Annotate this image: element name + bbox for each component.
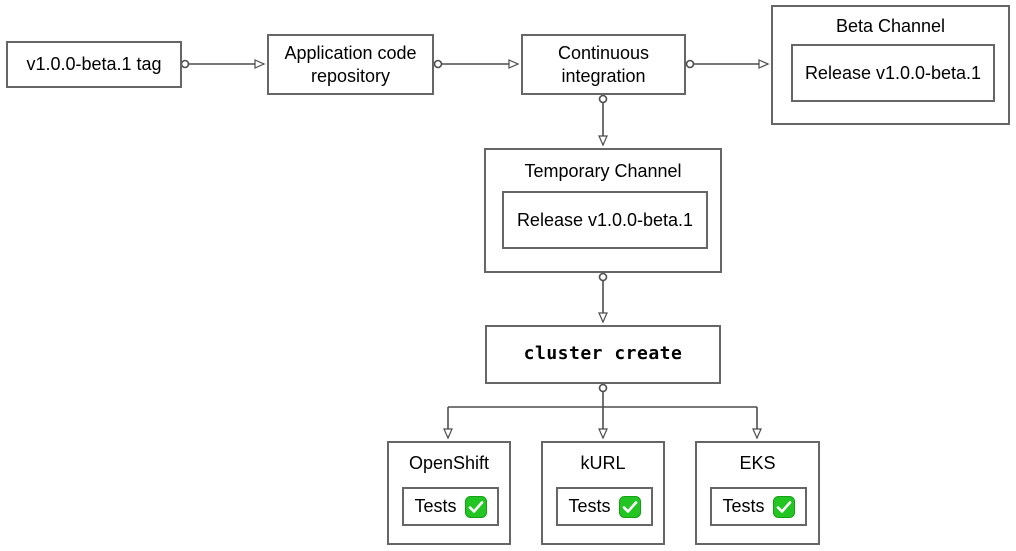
- edge-ci-to-temporary-channel: [598, 94, 608, 147]
- group-eks[interactable]: EKS Tests: [695, 441, 820, 545]
- node-tag-label: v1.0.0-beta.1 tag: [26, 54, 162, 75]
- check-green-icon: [772, 495, 795, 518]
- node-application-code-repository[interactable]: Application code repository: [267, 34, 434, 95]
- group-temporary-channel[interactable]: Temporary Channel Release v1.0.0-beta.1: [484, 148, 722, 273]
- group-eks-title: EKS: [739, 453, 776, 473]
- openshift-tests-row: Tests: [414, 495, 487, 518]
- beta-channel-release-label: Release v1.0.0-beta.1: [804, 62, 982, 83]
- kurl-tests-label: Tests: [568, 496, 611, 516]
- edge-tag-to-repo: [180, 59, 266, 69]
- temporary-channel-release-box[interactable]: Release v1.0.0-beta.1: [502, 191, 708, 249]
- check-green-icon: [464, 495, 487, 518]
- node-application-code-repository-label: Application code repository: [284, 43, 417, 86]
- node-cluster-create-label: cluster create: [523, 343, 683, 365]
- kurl-tests-row: Tests: [568, 495, 641, 518]
- edge-ci-to-beta-channel: [685, 59, 770, 69]
- group-openshift-title: OpenShift: [408, 453, 490, 473]
- openshift-tests-box[interactable]: Tests: [402, 487, 499, 526]
- group-beta-channel-title: Beta Channel: [835, 16, 946, 36]
- openshift-tests-label: Tests: [414, 496, 457, 516]
- edge-temporary-channel-to-cluster-create: [598, 272, 608, 324]
- eks-tests-label: Tests: [722, 496, 765, 516]
- edge-repo-to-ci: [433, 59, 520, 69]
- eks-tests-row: Tests: [722, 495, 795, 518]
- kurl-tests-box[interactable]: Tests: [556, 487, 653, 526]
- node-continuous-integration-label: Continuous integration: [557, 43, 650, 86]
- group-openshift[interactable]: OpenShift Tests: [387, 441, 511, 545]
- beta-channel-release-box[interactable]: Release v1.0.0-beta.1: [791, 44, 995, 102]
- group-beta-channel[interactable]: Beta Channel Release v1.0.0-beta.1: [771, 5, 1010, 125]
- node-tag[interactable]: v1.0.0-beta.1 tag: [6, 41, 182, 88]
- node-cluster-create[interactable]: cluster create: [485, 325, 721, 384]
- group-kurl-title: kURL: [580, 453, 626, 473]
- node-continuous-integration[interactable]: Continuous integration: [521, 34, 686, 95]
- group-temporary-channel-title: Temporary Channel: [524, 161, 682, 181]
- group-kurl[interactable]: kURL Tests: [541, 441, 665, 545]
- eks-tests-box[interactable]: Tests: [710, 487, 807, 526]
- temporary-channel-release-label: Release v1.0.0-beta.1: [516, 209, 694, 230]
- edge-cluster-create-to-targets: [443, 383, 762, 440]
- check-green-icon: [618, 495, 641, 518]
